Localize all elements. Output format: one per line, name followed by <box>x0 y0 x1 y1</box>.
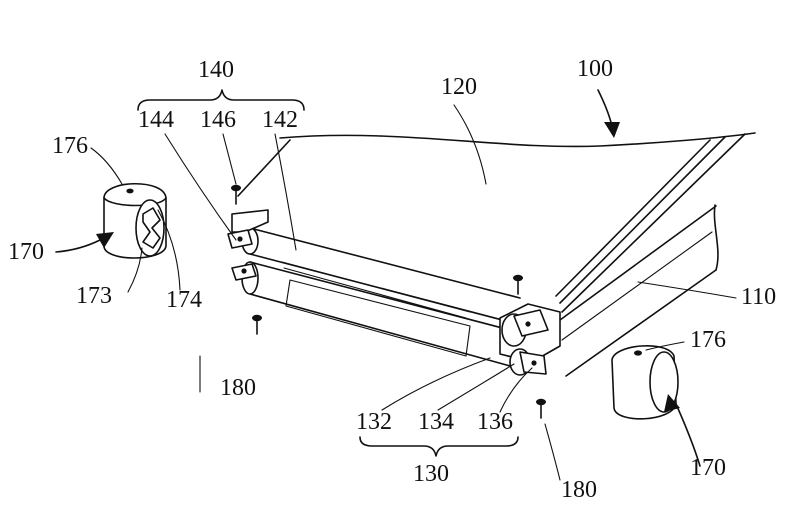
arrow-100-head <box>604 122 620 138</box>
barrel-slot-line <box>281 261 471 313</box>
barrel-lower-bottom <box>249 293 511 367</box>
base-top-edge <box>559 205 717 321</box>
label-144: 144 <box>138 107 174 133</box>
panel-right-edge-3 <box>561 133 746 313</box>
label-110: 110 <box>741 284 777 310</box>
label-100: 100 <box>577 56 613 82</box>
label-130: 130 <box>413 461 449 487</box>
base-shade-line <box>561 231 713 341</box>
bracket-144-hole <box>237 236 243 242</box>
panel-wavy-top-edge <box>279 132 756 148</box>
screw-center <box>513 274 523 295</box>
label-146: 146 <box>200 107 236 133</box>
base-bottom-edge <box>565 269 717 377</box>
arrow-170-right-shaft <box>675 403 701 467</box>
right-upper-tab-hole <box>525 321 531 327</box>
bracket-136-hole <box>531 360 537 366</box>
end-cap-left-opening <box>135 199 165 257</box>
leader-180-right <box>544 423 561 481</box>
panel-right-edge-2 <box>559 136 726 304</box>
barrel-lower-top <box>249 261 511 331</box>
label-180-right: 180 <box>561 477 597 503</box>
label-173: 173 <box>76 283 112 309</box>
label-120: 120 <box>441 74 477 100</box>
upper-panel <box>237 132 756 313</box>
barrel-lower-window <box>285 279 471 357</box>
right-hinge-block <box>499 303 561 376</box>
arrows <box>55 89 701 467</box>
label-132: 132 <box>356 409 392 435</box>
left-brackets <box>227 209 269 281</box>
leader-120 <box>453 104 487 185</box>
barrel-slot-line-2 <box>283 267 467 319</box>
label-176-right: 176 <box>690 327 726 353</box>
label-136: 136 <box>477 409 513 435</box>
leader-136 <box>499 367 533 413</box>
end-cap-left-keyway <box>142 207 161 249</box>
label-170-right: 170 <box>690 455 726 481</box>
end-cap-right <box>611 345 679 420</box>
brace-140 <box>137 89 305 111</box>
arrow-170-right-head <box>664 394 680 412</box>
leader-144 <box>164 133 237 241</box>
leader-132 <box>381 357 491 411</box>
end-cap-right-hole-176 <box>634 350 642 356</box>
leader-lines <box>90 104 737 481</box>
lower-base <box>559 204 719 377</box>
barrel-upper-top <box>249 227 521 299</box>
screw-right-180 <box>536 398 546 419</box>
brace-130 <box>359 436 519 457</box>
leader-146 <box>222 133 237 185</box>
panel-right-edge-1 <box>555 139 711 297</box>
label-180-left: 180 <box>220 375 256 401</box>
label-170-left: 170 <box>8 239 44 265</box>
bracket-lower-left-hole <box>241 268 247 274</box>
upper-hinge-barrel <box>241 227 521 323</box>
arrow-170-left-shaft <box>55 239 101 253</box>
label-142: 142 <box>262 107 298 133</box>
end-cap-left <box>103 182 167 259</box>
screw-146 <box>231 184 241 205</box>
base-wavy-edge <box>713 204 719 271</box>
end-cap-left-top-edge <box>103 197 167 207</box>
arrow-170-left-head <box>96 232 114 248</box>
leader-173 <box>127 247 143 293</box>
upper-mount-plate <box>231 209 269 233</box>
leader-174 <box>157 209 181 291</box>
leader-176-right <box>645 341 685 351</box>
panel-left-edge <box>237 139 291 197</box>
end-cap-left-hole-176 <box>126 188 134 194</box>
leader-110 <box>637 281 737 299</box>
label-174: 174 <box>166 287 202 313</box>
lower-hinge-barrel <box>241 261 511 367</box>
leader-142 <box>274 133 297 251</box>
label-134: 134 <box>418 409 454 435</box>
screw-left-180 <box>252 314 262 335</box>
leader-176-left <box>90 147 123 185</box>
right-upper-tab <box>513 309 549 337</box>
label-176-left: 176 <box>52 133 88 159</box>
arrow-100-shaft <box>597 89 613 127</box>
leader-134 <box>437 363 515 411</box>
label-140: 140 <box>198 57 234 83</box>
